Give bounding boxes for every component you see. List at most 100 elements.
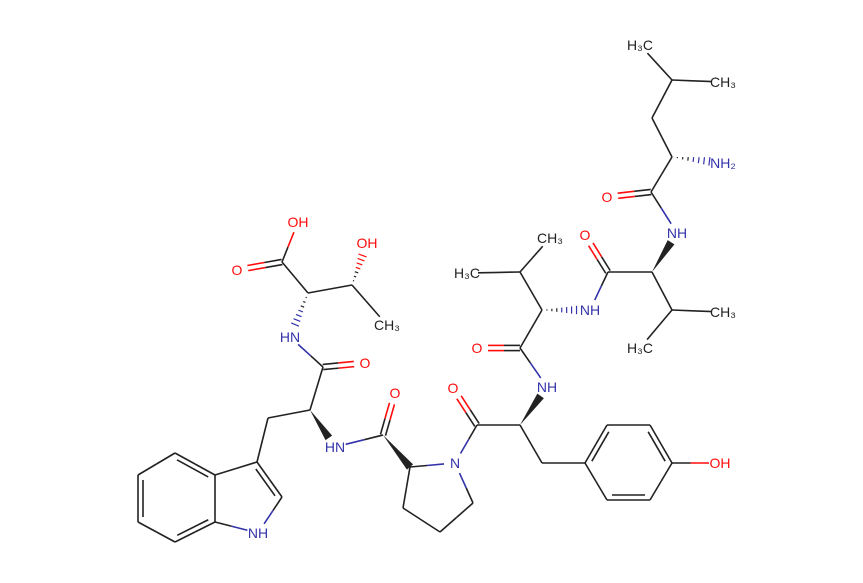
- single-bond: [661, 79, 673, 100]
- hash-bond: [353, 275, 357, 278]
- double-bond: [379, 418, 386, 435]
- wedge-bond: [310, 410, 333, 441]
- hash-bond: [692, 157, 695, 162]
- atom-label: O: [472, 340, 483, 356]
- single-bond: [593, 285, 603, 301]
- atom-label: H₃C: [627, 37, 653, 53]
- single-bond: [310, 355, 324, 368]
- single-bond: [402, 507, 422, 521]
- single-bond: [691, 309, 713, 313]
- double-bond: [465, 412, 476, 427]
- single-bond: [405, 466, 411, 488]
- aromatic-inner-bond: [647, 431, 666, 462]
- atom-label: OH: [710, 455, 731, 471]
- double-bond: [634, 193, 652, 198]
- atom-label: O: [580, 227, 591, 243]
- single-bond: [519, 424, 532, 445]
- single-bond: [256, 439, 264, 463]
- double-bond: [384, 402, 391, 419]
- single-bond: [651, 117, 663, 138]
- single-bond: [530, 443, 543, 464]
- single-bond: [329, 284, 353, 290]
- atom-label: NH: [667, 225, 687, 241]
- hash-bond: [358, 253, 367, 258]
- single-bond: [658, 309, 673, 326]
- single-bond: [661, 137, 673, 158]
- double-bond: [634, 188, 651, 193]
- hash-bond: [293, 318, 301, 322]
- single-bond: [691, 79, 713, 83]
- aromatic-bond: [194, 521, 216, 533]
- single-bond: [519, 271, 532, 292]
- double-bond: [456, 398, 467, 413]
- single-bond: [409, 464, 428, 468]
- aromatic-bond: [660, 443, 673, 464]
- single-bond: [650, 174, 663, 193]
- single-bond: [530, 290, 543, 311]
- single-bond: [651, 271, 663, 292]
- single-bond: [345, 438, 365, 446]
- atom-label: O: [360, 355, 371, 371]
- atom-label: O: [390, 385, 401, 401]
- atom-label: NH₂: [710, 155, 736, 171]
- hash-bond: [355, 266, 361, 270]
- double-bond: [338, 365, 355, 369]
- atom-label: H₃C: [627, 340, 653, 356]
- atom-label: CH₃: [537, 230, 563, 246]
- aromatic-bond: [268, 479, 283, 498]
- atom-label: NH: [248, 525, 268, 541]
- aromatic-inner-bond: [255, 468, 276, 497]
- hash-bond: [697, 157, 700, 164]
- aromatic-bond: [256, 461, 271, 480]
- single-bond: [156, 452, 176, 465]
- single-bond: [649, 481, 662, 501]
- aromatic-bond: [584, 443, 597, 464]
- wedge-bond: [652, 240, 675, 272]
- hash-bond: [302, 301, 306, 304]
- single-bond: [459, 438, 470, 454]
- single-bond: [137, 463, 157, 476]
- atom-label: OH: [357, 235, 378, 251]
- single-bond: [364, 434, 384, 441]
- single-bond: [519, 328, 532, 349]
- single-bond: [281, 261, 296, 279]
- atom-label: OH: [288, 214, 309, 230]
- single-bond: [519, 347, 532, 364]
- single-bond: [671, 309, 693, 312]
- double-bond: [322, 362, 339, 366]
- aromatic-inner-bond: [176, 459, 209, 478]
- double-bond: [618, 195, 635, 200]
- aromatic-inner-bond: [176, 519, 209, 537]
- atom-label: CH₃: [710, 74, 736, 90]
- atom-label: CH₃: [374, 317, 400, 333]
- single-bond: [230, 525, 248, 532]
- aromatic-bond: [174, 531, 196, 543]
- single-bond: [287, 231, 295, 248]
- atom-label: CH₃: [710, 304, 736, 320]
- double-bond: [247, 261, 265, 267]
- single-bond: [137, 521, 157, 533]
- single-bond: [288, 409, 311, 415]
- single-bond: [646, 52, 661, 68]
- single-bond: [659, 66, 673, 81]
- single-bond: [600, 271, 609, 287]
- atom-label: O: [448, 380, 459, 396]
- single-bond: [595, 481, 608, 501]
- aromatic-bond: [595, 424, 608, 445]
- hash-bond: [708, 157, 711, 166]
- single-bond: [465, 487, 474, 504]
- double-bond: [389, 404, 396, 421]
- atom-label: NH: [580, 302, 600, 318]
- atom-label: O: [232, 262, 243, 278]
- double-bond: [600, 256, 611, 272]
- single-bond: [294, 276, 309, 294]
- double-bond: [596, 259, 607, 274]
- wedge-bond: [520, 393, 544, 425]
- single-bond: [661, 290, 673, 311]
- double-bond: [248, 266, 266, 272]
- single-bond: [351, 284, 367, 302]
- single-bond: [297, 343, 312, 357]
- atom-label: HN: [280, 329, 300, 345]
